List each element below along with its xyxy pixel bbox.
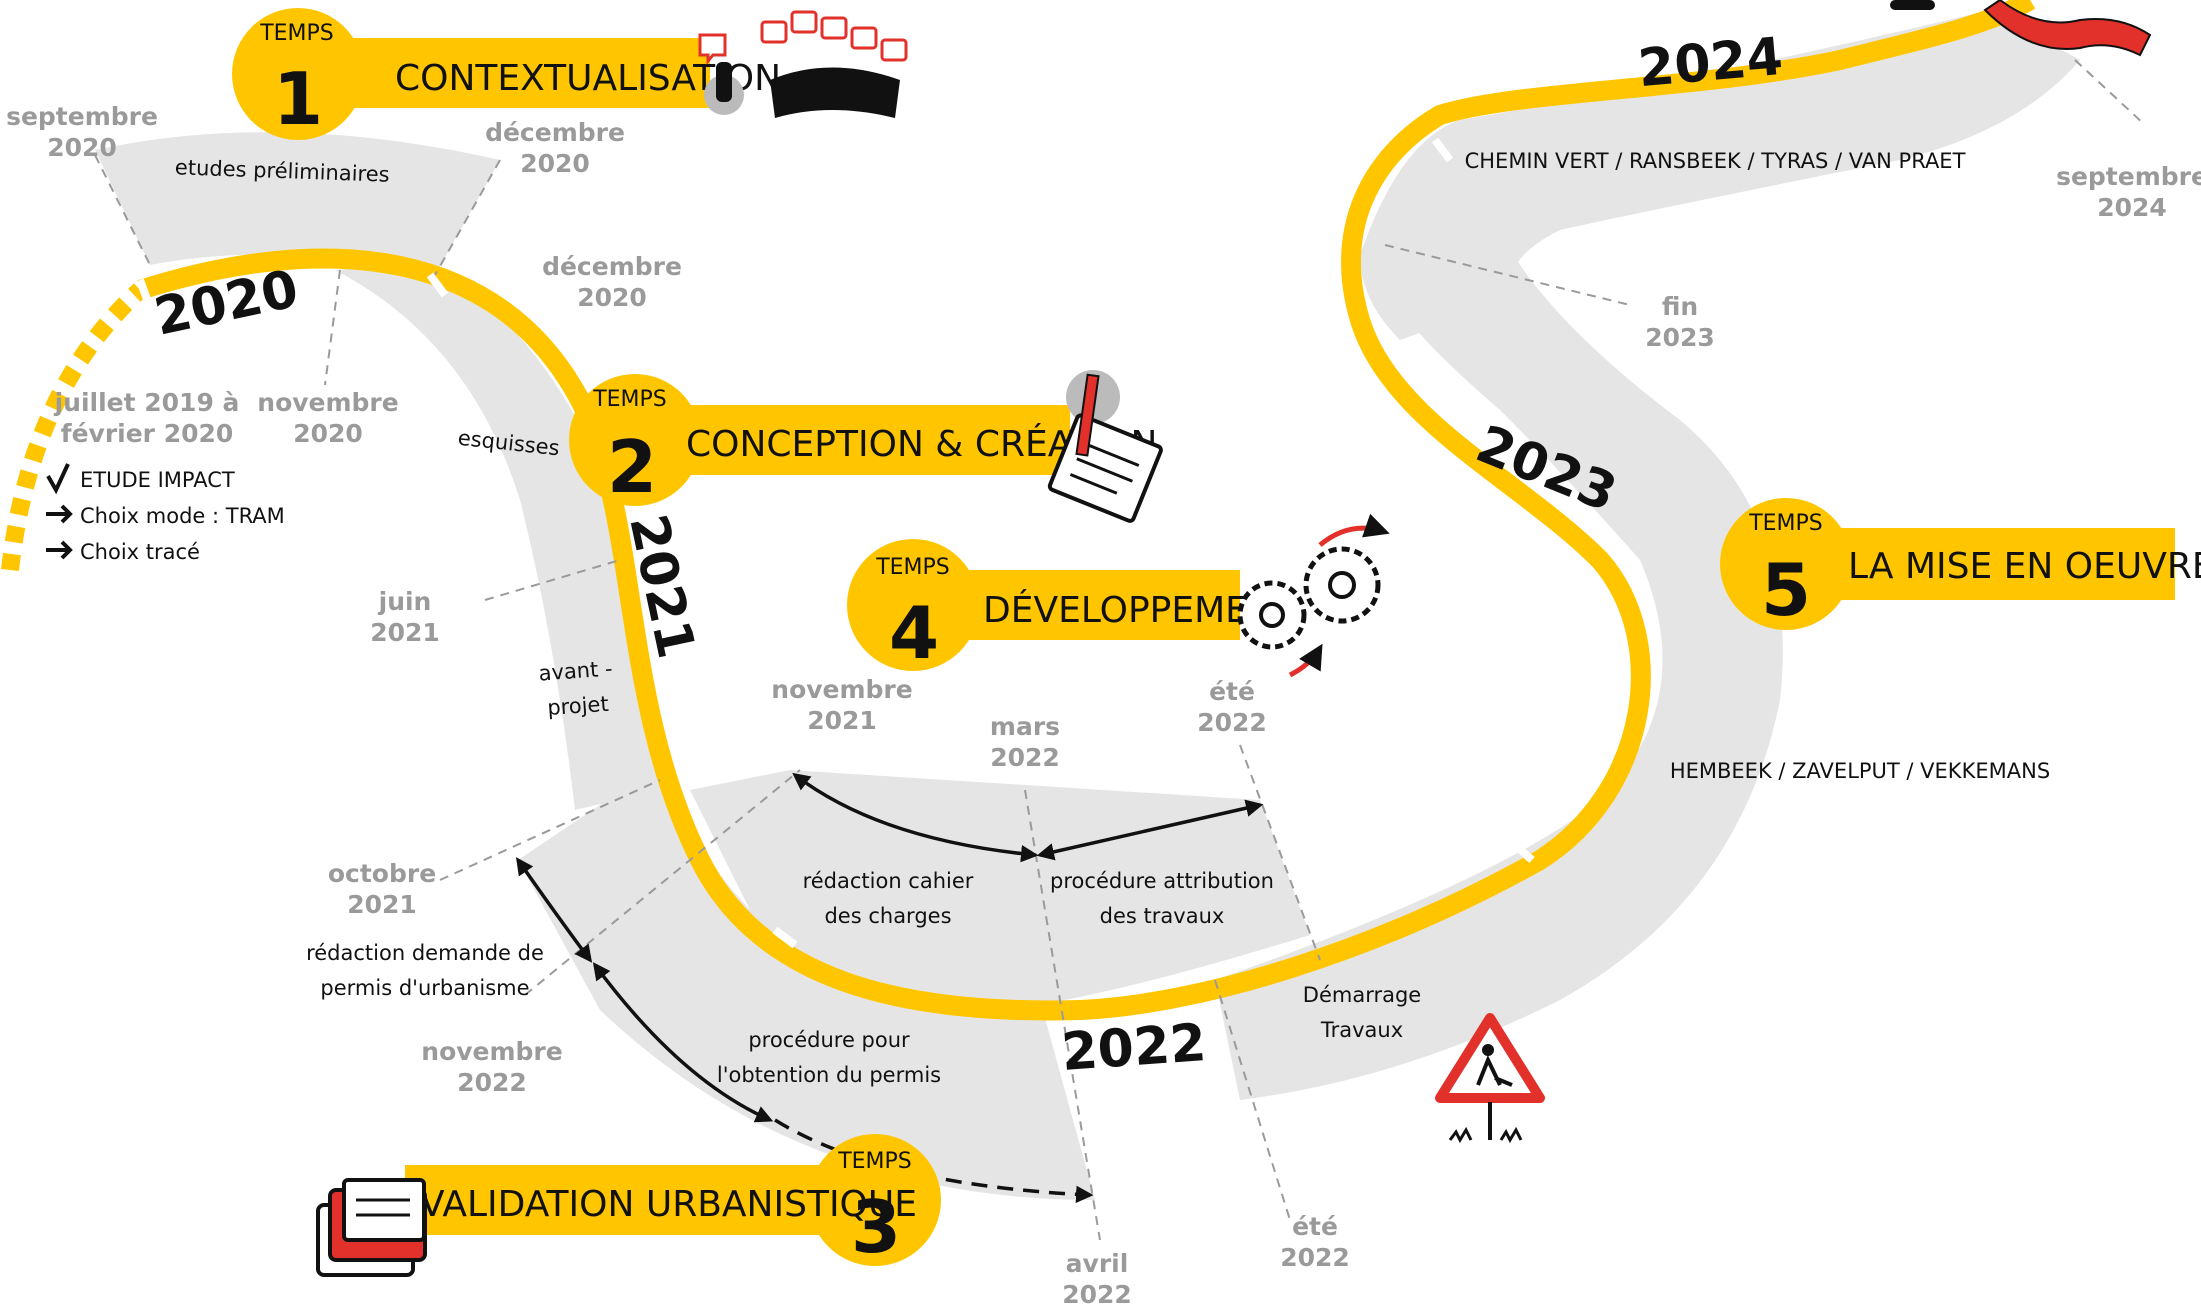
documents-folder-icon — [316, 1178, 427, 1277]
year-2024: 2024 — [1636, 27, 1785, 99]
phase-2-number: 2 — [607, 425, 657, 509]
road-main — [136, 0, 2036, 1021]
phase-3-title: VALIDATION URBANISTIQUE — [420, 1184, 917, 1225]
phase-banner-4: TEMPS 4 DÉVELOPPEMENT — [847, 539, 1298, 675]
phase-5-number: 5 — [1761, 548, 1811, 632]
speaker-crowd-icon — [698, 10, 908, 118]
clipboard-pen-icon — [1047, 370, 1163, 523]
phase-5-temps: TEMPS — [1748, 511, 1823, 536]
phase-banner-3: TEMPS 3 VALIDATION URBANISTIQUE — [405, 1134, 941, 1269]
phase-3-circle — [809, 1134, 941, 1266]
phase-4-number: 4 — [889, 591, 939, 675]
phase-banner-5: TEMPS 5 LA MISE EN OEUVRE — [1720, 498, 2201, 632]
checklist-item-1: ETUDE IMPACT — [80, 468, 235, 492]
arrow-cahier — [792, 772, 1039, 863]
label-hembeek: HEMBEEK / ZAVELPUT / VEKKEMANS — [1670, 759, 2050, 783]
band-urbanisme — [518, 770, 1095, 1200]
band-esquisses-avant-projet — [335, 262, 660, 810]
band-etudes — [95, 132, 500, 275]
label-avant-projet: avant -projet — [538, 656, 616, 720]
label-chemin-vert: CHEMIN VERT / RANSBEEK / TYRAS / VAN PRA… — [1465, 149, 1966, 173]
roadwork-sign-icon — [1435, 1013, 1545, 1144]
ribbon-decoration-icon — [1890, 0, 2152, 57]
arrow-permis — [592, 962, 774, 1123]
arrow-right-icon — [46, 540, 73, 560]
phase-3-number: 3 — [851, 1185, 901, 1269]
phase-1-number: 1 — [273, 57, 323, 141]
phase-2-banner-bar — [630, 405, 1070, 475]
arrow-right-icon — [46, 504, 73, 524]
arrow-attribution — [1036, 799, 1264, 861]
grey-bands — [95, 10, 2080, 1200]
phase-4-circle — [847, 539, 979, 671]
phase-2-circle — [569, 374, 701, 506]
phase-3-banner-bar — [405, 1165, 885, 1235]
checklist: ETUDE IMPACT Choix mode : TRAM Choix tra… — [46, 463, 285, 564]
phase-1-banner-bar — [300, 38, 710, 108]
year-labels: 2020 2021 2022 2023 2024 — [149, 27, 1785, 1083]
gears-icon — [1237, 513, 1390, 678]
check-icon — [46, 463, 70, 495]
year-2022: 2022 — [1060, 1013, 1209, 1083]
phase-5-circle — [1720, 498, 1852, 630]
phase-1-circle — [232, 8, 364, 140]
checklist-item-3: Choix tracé — [80, 540, 200, 564]
road-separators — [136, 137, 1535, 949]
phase-2-temps: TEMPS — [592, 387, 667, 412]
band-chemin-vert — [1360, 10, 2080, 340]
dashed-guides — [94, 59, 2146, 1241]
band-demarrage-hembeek — [1215, 250, 1783, 1100]
duration-arrows — [515, 772, 1264, 1204]
segment-labels: etudes préliminaires esquisses avant -pr… — [175, 149, 2051, 1087]
checklist-item-2: Choix mode : TRAM — [80, 504, 285, 528]
arrow-demande — [515, 857, 593, 963]
phase-4-temps: TEMPS — [875, 555, 950, 580]
phase-3-temps: TEMPS — [837, 1149, 912, 1174]
phase-1-temps: TEMPS — [259, 21, 334, 46]
timeline-road — [1, 0, 2036, 1021]
phase-5-title: LA MISE EN OEUVRE — [1848, 546, 2201, 587]
